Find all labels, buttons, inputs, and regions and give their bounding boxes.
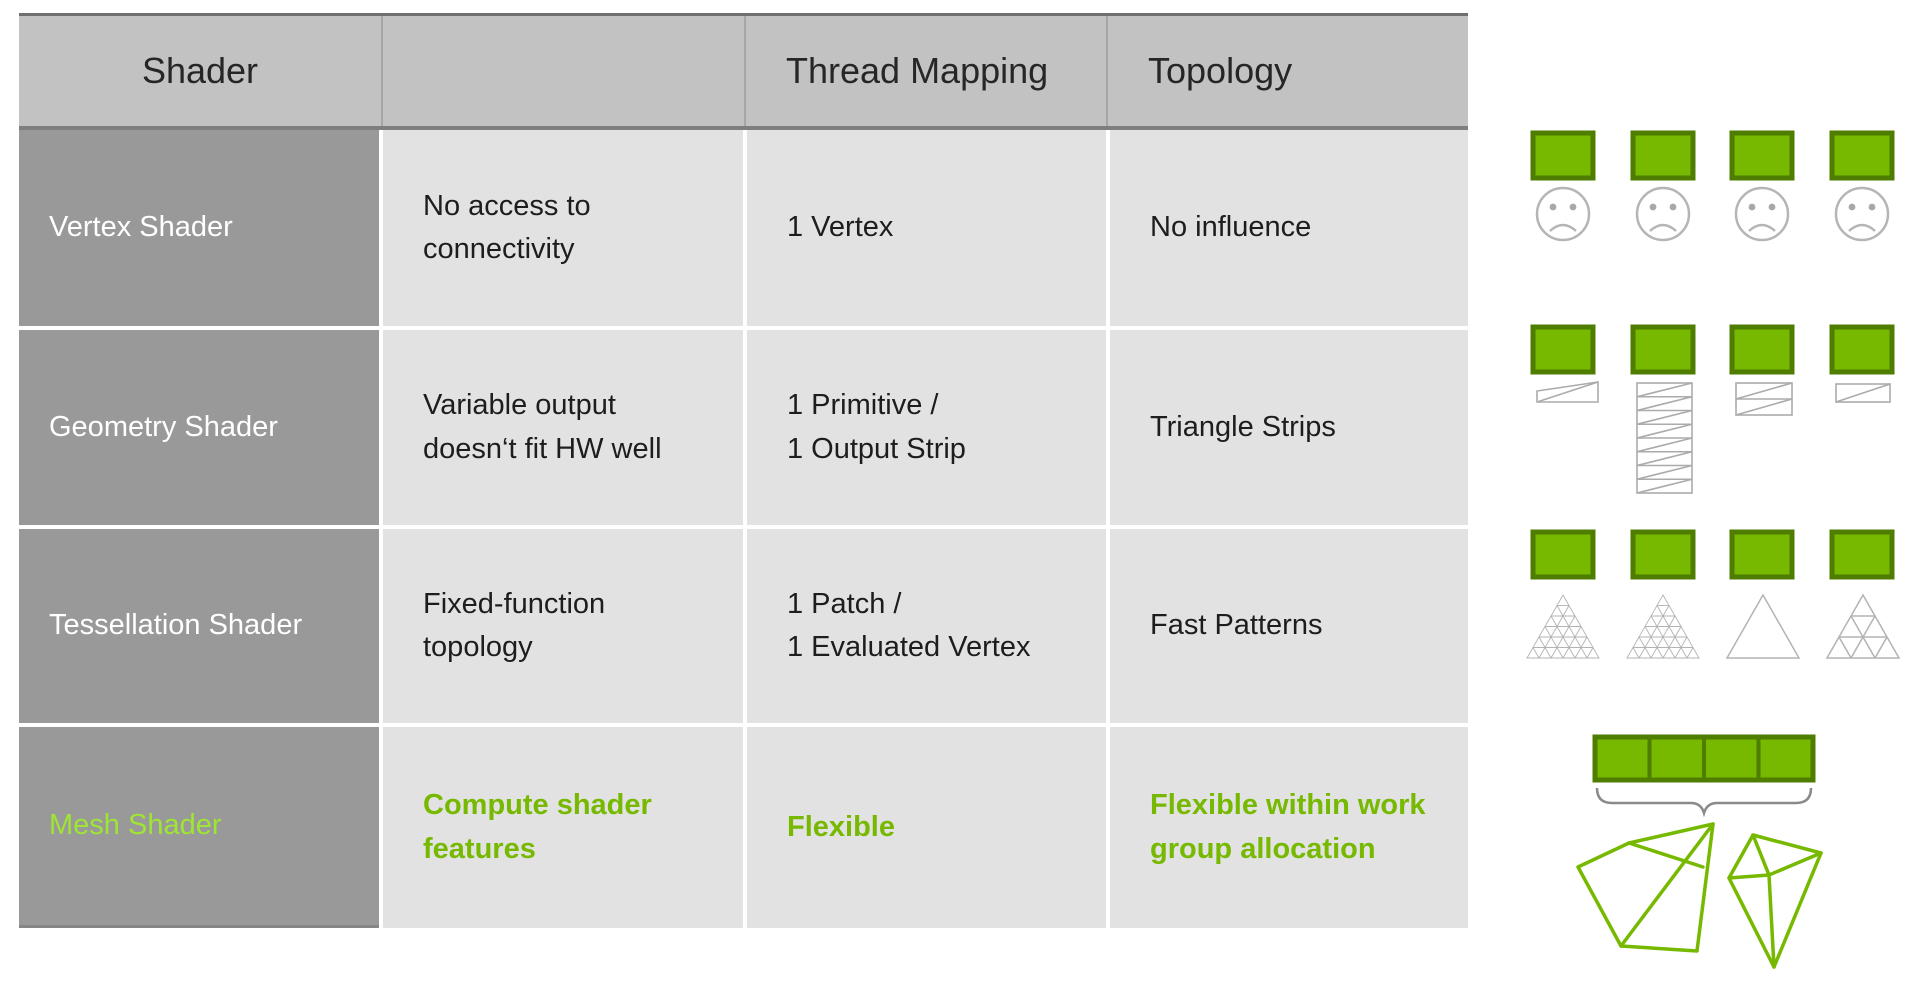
row-geometry-thread-mapping: 1 Primitive / 1 Output Strip: [747, 330, 1106, 525]
row-tessellation-topology: Fast Patterns: [1110, 529, 1468, 723]
row-mesh-label: Mesh Shader: [19, 727, 379, 928]
segmented-bar-icon: [1592, 734, 1816, 783]
row-geometry-label: Geometry Shader: [19, 330, 379, 525]
strip-two-row-icon: [1735, 382, 1793, 416]
sad-face-icons: [1535, 186, 1890, 242]
row-vertex-label: Vertex Shader: [19, 130, 379, 326]
thread-block-icons: [1530, 130, 1895, 181]
meshlet-left-icon: [1576, 822, 1715, 953]
dense-triangle-icon: [1626, 594, 1700, 659]
row-geometry-topology: Triangle Strips: [1110, 330, 1468, 525]
mesh-shader-graphic: [1560, 725, 1880, 983]
header-topology: Topology: [1106, 16, 1468, 126]
table-body: Vertex Shader No access to connectivity …: [19, 130, 1468, 928]
strip-wedge-icon: [1536, 381, 1599, 403]
vertex-shader-graphic: [1500, 120, 1920, 270]
row-mesh-thread-mapping: Flexible: [747, 727, 1106, 928]
thread-block-icons: [1530, 529, 1895, 580]
row-tessellation-thread-mapping: 1 Patch / 1 Evaluated Vertex: [747, 529, 1106, 723]
geometry-shader-graphic: [1500, 320, 1920, 505]
table-header-row: Shader Thread Mapping Topology: [19, 16, 1468, 126]
header-thread-mapping: Thread Mapping: [744, 16, 1106, 126]
row-vertex-topology: No influence: [1110, 130, 1468, 326]
dense-triangle-icon: [1526, 594, 1600, 659]
comparison-table: Shader Thread Mapping Topology Vertex Sh…: [19, 13, 1468, 928]
row-vertex-description: No access to connectivity: [383, 130, 743, 326]
row-mesh-topology: Flexible within work group allocation: [1110, 727, 1468, 928]
row-geometry-description: Variable output doesn‘t fit HW well: [383, 330, 743, 525]
row-vertex-thread-mapping: 1 Vertex: [747, 130, 1106, 326]
coarse-triangle-icon: [1826, 594, 1900, 659]
tessellated-triangle-icons: [1526, 593, 1900, 659]
row-mesh-description: Compute shader features: [383, 727, 743, 928]
table-top-border: [19, 13, 1468, 16]
strip-one-row-icon: [1835, 383, 1891, 403]
header-separator: [19, 126, 1468, 130]
meshlet-right-icon: [1727, 833, 1823, 969]
brace-icon: [1595, 787, 1813, 818]
header-empty: [381, 16, 744, 126]
row-tessellation-label: Tessellation Shader: [19, 529, 379, 723]
thread-block-icons: [1530, 324, 1895, 375]
row-tessellation-description: Fixed-function topology: [383, 529, 743, 723]
tessellation-shader-graphic: [1500, 525, 1920, 670]
header-shader: Shader: [141, 50, 259, 91]
plain-triangle-icon: [1725, 593, 1801, 659]
triangle-strip-icons: [1536, 381, 1891, 494]
strip-long-icon: [1636, 382, 1693, 494]
meshlet-icons: [1576, 822, 1823, 969]
